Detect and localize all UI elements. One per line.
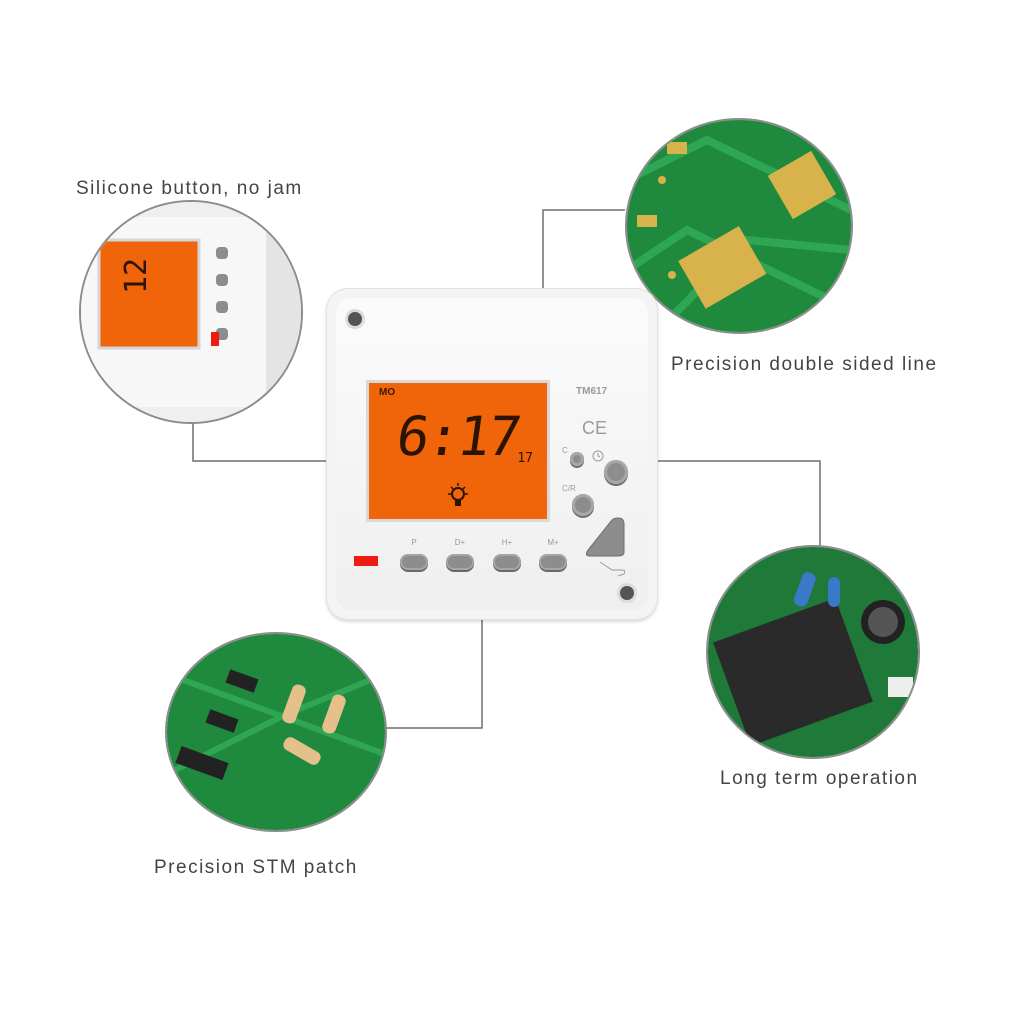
day-plus-button[interactable] (446, 554, 474, 570)
caption-double-sided-line: Precision double sided line (671, 354, 938, 375)
p-button[interactable] (400, 554, 428, 570)
m-button-label: M+ (547, 538, 559, 547)
c-button[interactable] (570, 452, 584, 466)
ce-mark: CE (582, 418, 608, 438)
pcb-double-sided-image (627, 120, 851, 332)
model-label: TM617 (576, 386, 608, 397)
pcb-double-sided-circle (625, 118, 853, 334)
status-led (354, 556, 378, 566)
hour-plus-button[interactable] (493, 554, 521, 570)
p-button-label: P (411, 538, 417, 547)
minute-plus-button[interactable] (539, 554, 567, 570)
caption-silicone-button: Silicone button, no jam (76, 178, 303, 199)
screw-top-left (348, 312, 362, 326)
button-closeup-circle: 12 (79, 200, 303, 424)
d-button-label: D+ (454, 538, 466, 547)
lcd-day: MO (379, 387, 396, 398)
manual-override-button[interactable] (584, 514, 626, 558)
clock-button-label: C (562, 446, 568, 455)
lcd-seconds: 17 (517, 451, 533, 466)
stm-patch-circle (165, 632, 387, 832)
caption-long-term-operation: Long term operation (720, 768, 919, 789)
caption-stm-patch: Precision STM patch (154, 857, 358, 878)
cr-button[interactable] (572, 494, 594, 516)
relay-circle (706, 545, 920, 759)
h-button-label: H+ (501, 538, 513, 547)
light-bulb-icon (448, 483, 468, 506)
relay-image (708, 547, 918, 757)
hand-press-icon (599, 561, 626, 577)
clock-button[interactable] (604, 460, 628, 484)
lcd-screen: MO 6:17 17 (366, 380, 550, 522)
svg-text:12: 12 (119, 258, 154, 294)
clock-icon (592, 450, 604, 462)
stm-patch-image (167, 634, 385, 830)
timer-device: MO 6:17 17 TM617 CE C C/R P D+ H+ M+ (326, 288, 658, 620)
screw-bottom-right (620, 586, 634, 600)
cr-button-label: C/R (562, 484, 576, 493)
button-closeup-image: 12 (81, 202, 301, 422)
